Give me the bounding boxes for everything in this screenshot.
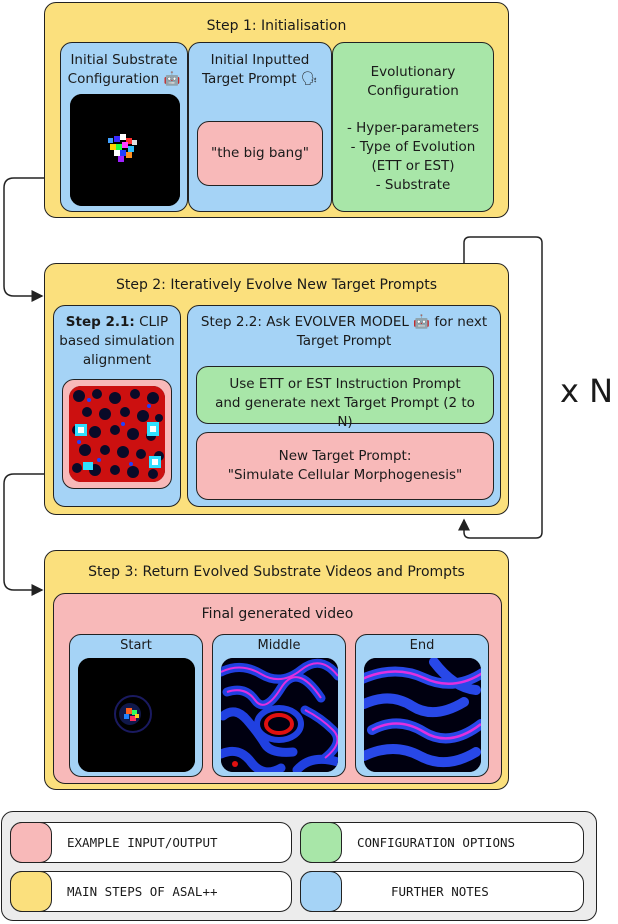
instruction-prompt-text: Use ETT or EST Instruction Prompt and ge…: [215, 376, 475, 430]
legend-label-main-steps: MAIN STEPS OF ASAL++: [67, 884, 218, 899]
frame-middle-box: Middle: [212, 634, 346, 777]
frame-end-box: End: [355, 634, 489, 777]
step2-1-title: Step 2.1: CLIP based simulation alignmen…: [59, 314, 175, 368]
legend-item-main-steps: MAIN STEPS OF ASAL++: [10, 871, 292, 912]
initial-prompt-value-box: "the big bang": [197, 121, 323, 186]
evo-item: - Type of Evolution: [350, 139, 476, 155]
clip-simulation-image: [69, 386, 165, 482]
evolutionary-config-title: Evolutionary Configuration: [367, 64, 459, 99]
legend-item-notes: FURTHER NOTES: [300, 871, 584, 912]
evolutionary-config-box: Evolutionary Configuration - Hyper-param…: [332, 42, 494, 212]
robot-icon: 🤖: [413, 314, 431, 330]
initial-substrate-image: [70, 94, 180, 206]
step2-title: Step 2: Iteratively Evolve New Target Pr…: [115, 277, 438, 293]
frame-middle-label: Middle: [257, 638, 301, 653]
legend-label-config: CONFIGURATION OPTIONS: [357, 835, 516, 850]
new-target-prompt-label: New Target Prompt:: [278, 448, 412, 464]
frame-end-label: End: [409, 638, 435, 653]
legend-swatch-yellow: [10, 871, 52, 912]
evo-item: - Hyper-parameters: [346, 120, 480, 136]
frame-start-label: Start: [120, 638, 152, 653]
initial-prompt-box: Initial Inputted Target Prompt 🗣 "the bi…: [188, 42, 332, 212]
frame-start-box: Start: [69, 634, 203, 777]
loop-count-label: x N: [560, 372, 614, 410]
step2-box: Step 2: Iteratively Evolve New Target Pr…: [44, 263, 509, 515]
final-video-box: Final generated video Start Middle: [53, 593, 502, 784]
clip-image-frame: [62, 379, 172, 489]
robot-icon: 🤖: [163, 71, 181, 87]
legend-swatch-green: [300, 822, 342, 863]
legend-label-example: EXAMPLE INPUT/OUTPUT: [67, 835, 218, 850]
instruction-prompt-box: Use ETT or EST Instruction Prompt and ge…: [196, 366, 494, 430]
arrow-step1-to-step2: [3, 177, 44, 302]
initial-prompt-value: "the big bang": [210, 145, 309, 161]
frame-start-image: [78, 658, 195, 772]
legend-label-notes: FURTHER NOTES: [391, 884, 489, 899]
frame-end-image: [364, 658, 481, 772]
legend-item-config: CONFIGURATION OPTIONS: [300, 822, 584, 863]
step1-title: Step 1: Initialisation: [206, 18, 347, 34]
legend-item-example: EXAMPLE INPUT/OUTPUT: [10, 822, 292, 863]
step2-2-box: Step 2.2: Ask EVOLVER MODEL 🤖 for next T…: [187, 305, 501, 507]
initial-prompt-title: Initial Inputted Target Prompt 🗣: [202, 52, 318, 87]
frame-middle-image: [221, 658, 338, 772]
initial-substrate-title: Initial Substrate Configuration 🤖: [67, 52, 181, 87]
initial-substrate-box: Initial Substrate Configuration 🤖: [60, 42, 188, 212]
legend-panel: EXAMPLE INPUT/OUTPUT CONFIGURATION OPTIO…: [1, 811, 597, 921]
evo-item: (ETT or EST): [371, 158, 455, 174]
step1-box: Step 1: Initialisation Initial Substrate…: [44, 2, 509, 218]
arrow-step2-to-step3: [3, 473, 44, 596]
evo-item: - Substrate: [375, 177, 451, 193]
step2-2-title: Step 2.2: Ask EVOLVER MODEL 🤖 for next T…: [200, 314, 488, 349]
step3-box: Step 3: Return Evolved Substrate Videos …: [44, 550, 509, 790]
new-target-prompt-box: New Target Prompt: "Simulate Cellular Mo…: [196, 432, 494, 500]
step2-1-box: Step 2.1: CLIP based simulation alignmen…: [53, 305, 181, 507]
final-video-title: Final generated video: [201, 606, 354, 622]
legend-swatch-pink: [10, 822, 52, 863]
legend-swatch-blue: [300, 871, 342, 912]
new-target-prompt-value: "Simulate Cellular Morphogenesis": [227, 467, 463, 483]
step3-title: Step 3: Return Evolved Substrate Videos …: [88, 564, 465, 580]
speaking-head-icon: 🗣: [300, 71, 318, 87]
